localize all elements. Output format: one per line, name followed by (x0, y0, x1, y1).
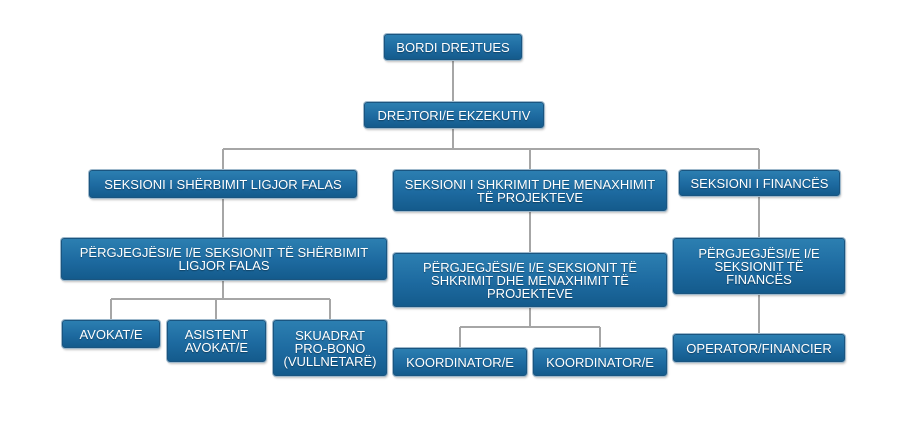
section-finance-label: SEKSIONI I FINANCËS (690, 175, 829, 191)
head-finance-label: PËRGJEGJËSI/E I/E SEKSIONIT TË FINANCËS (698, 245, 820, 287)
finance-operator-label: OPERATOR/FINANCIER (686, 340, 832, 356)
coordinator-1-box: KOORDINATOR/E (393, 348, 527, 376)
coordinator-2-label: KOORDINATOR/E (546, 354, 654, 370)
board-label: BORDI DREJTUES (396, 39, 510, 55)
coordinator-2-box: KOORDINATOR/E (533, 348, 667, 376)
head-finance-box: PËRGJEGJËSI/E I/E SEKSIONIT TË FINANCËS (673, 238, 845, 294)
lawyer-box: AVOKAT/E (62, 320, 160, 348)
finance-operator-box: OPERATOR/FINANCIER (673, 334, 845, 362)
section-writing-label: SEKSIONI I SHKRIMIT DHE MENAXHIMIT TË PR… (404, 176, 656, 205)
assistant-lawyer-box: ASISTENT AVOKAT/E (167, 320, 266, 362)
board-box: BORDI DREJTUES (384, 34, 522, 60)
head-writing-box: PËRGJEGJËSI/E I/E SEKSIONIT TË SHKRIMIT … (393, 253, 667, 307)
executive-director-box: DREJTORI/E EKZEKUTIV (364, 102, 544, 128)
pro-bono-teams-box: SKUADRAT PRO-BONO (VULLNETARË) (273, 320, 387, 376)
lawyer-label: AVOKAT/E (79, 326, 143, 342)
section-writing-box: SEKSIONI I SHKRIMIT DHE MENAXHIMIT TË PR… (393, 170, 667, 211)
coordinator-1-label: KOORDINATOR/E (406, 354, 514, 370)
section-legal-box: SEKSIONI I SHËRBIMIT LIGJOR FALAS (89, 170, 357, 198)
section-legal-label: SEKSIONI I SHËRBIMIT LIGJOR FALAS (104, 176, 342, 192)
executive-director-label: DREJTORI/E EKZEKUTIV (377, 107, 531, 123)
head-legal-box: PËRGJEGJËSI/E I/E SEKSIONIT TË SHËRBIMIT… (61, 238, 387, 280)
pro-bono-teams-label: SKUADRAT PRO-BONO (VULLNETARË) (283, 327, 377, 369)
section-finance-box: SEKSIONI I FINANCËS (679, 170, 840, 196)
head-legal-label: PËRGJEGJËSI/E I/E SEKSIONIT TË SHËRBIMIT… (79, 245, 369, 273)
head-writing-label: PËRGJEGJËSI/E I/E SEKSIONIT TË SHKRIMIT … (422, 259, 638, 301)
assistant-lawyer-label: ASISTENT AVOKAT/E (184, 327, 249, 355)
